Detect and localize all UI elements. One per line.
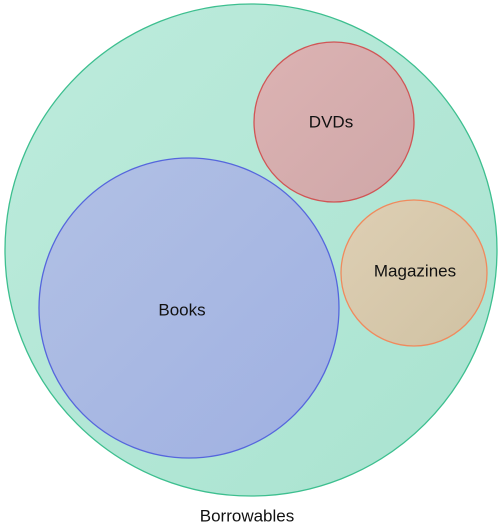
dvds-circle <box>253 41 415 203</box>
books-circle <box>38 157 340 459</box>
magazines-label: Magazines <box>374 261 456 280</box>
borrowables-label: Borrowables <box>200 506 295 525</box>
books-label: Books <box>158 300 205 319</box>
magazines-circle <box>340 199 488 347</box>
dvds-label: DVDs <box>309 112 353 131</box>
